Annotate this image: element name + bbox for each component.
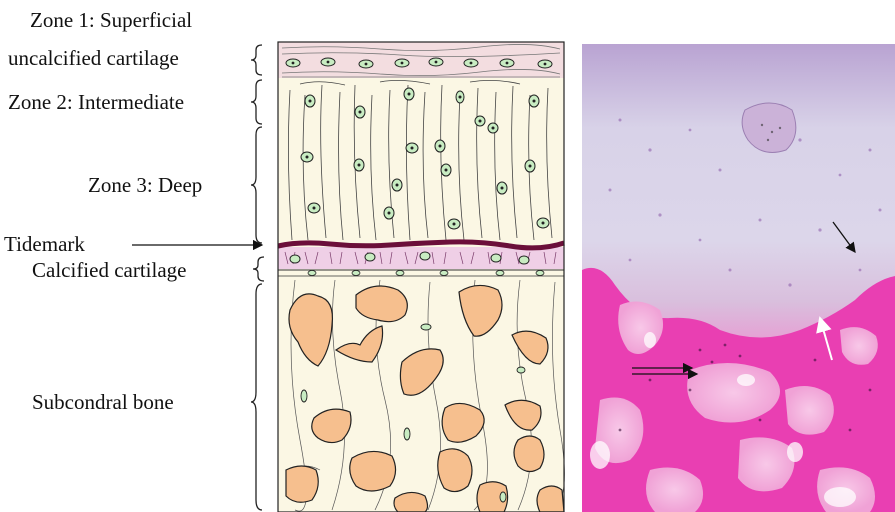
histology-panel — [582, 44, 895, 512]
zone-labels: Zone 1: Superficial uncalcified cartilag… — [4, 8, 202, 414]
label-zone2: Zone 2: Intermediate — [8, 90, 184, 114]
label-zone1-line2: uncalcified cartilage — [8, 46, 179, 70]
label-subchondral-bone: Subcondral bone — [32, 390, 174, 414]
curly-brace-icon-zone1 — [251, 45, 262, 75]
braces — [251, 45, 264, 510]
curly-brace-icon-zone3 — [251, 127, 262, 243]
label-zone3: Zone 3: Deep — [88, 173, 202, 197]
superficial-band — [278, 42, 564, 78]
label-zone1-line1: Zone 1: Superficial — [30, 8, 192, 32]
curly-brace-icon-subchondral — [251, 284, 262, 510]
label-calcified-cartilage: Calcified cartilage — [32, 258, 187, 282]
schematic-panel — [278, 42, 565, 512]
label-tidemark: Tidemark — [4, 232, 85, 256]
curly-brace-icon-calcified — [253, 257, 264, 281]
curly-brace-icon-zone2 — [251, 80, 262, 124]
